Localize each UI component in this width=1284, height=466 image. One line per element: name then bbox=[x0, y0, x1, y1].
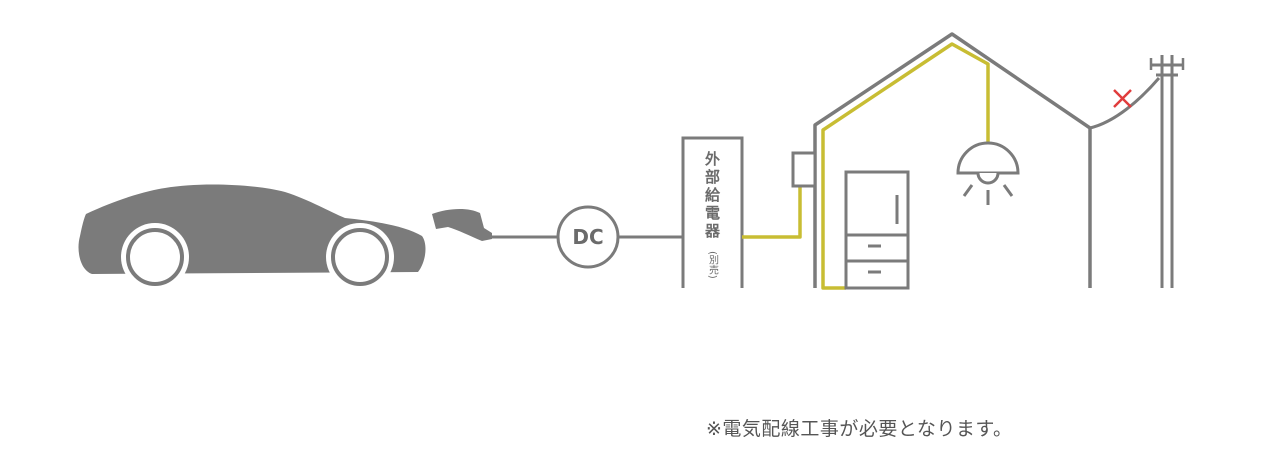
charger-box bbox=[681, 136, 744, 288]
rear-wheel-outer bbox=[326, 223, 394, 291]
plug-icon bbox=[432, 208, 492, 241]
footnote: ※電気配線工事が必要となります。 bbox=[706, 418, 1013, 440]
dc-node: DC bbox=[556, 205, 620, 269]
utility-pole-icon bbox=[1149, 55, 1185, 288]
disconnect-mark-icon bbox=[1113, 89, 1132, 108]
external-charger: 外部給電器 (別売) bbox=[681, 136, 744, 288]
house-wiring-inner bbox=[821, 42, 990, 290]
car bbox=[78, 184, 426, 291]
distribution-board bbox=[791, 151, 817, 188]
dc-label: DC bbox=[572, 225, 603, 249]
refrigerator-icon bbox=[844, 170, 910, 290]
rear-wheel bbox=[331, 228, 389, 286]
front-wheel-outer bbox=[121, 223, 189, 291]
service-wire bbox=[1089, 77, 1161, 130]
charger-label: 外部給電器 bbox=[703, 150, 721, 241]
lamp-icon bbox=[956, 141, 1020, 205]
front-wheel bbox=[126, 228, 184, 286]
charger-sub-label: (別売) bbox=[707, 251, 719, 279]
charging-plug bbox=[432, 208, 492, 241]
